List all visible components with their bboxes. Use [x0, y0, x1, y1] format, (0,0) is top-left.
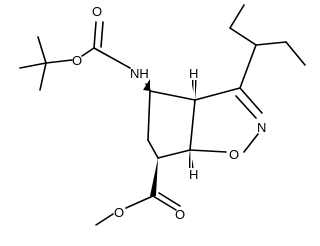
stereo-h-bonds [188, 80, 197, 168]
isoxazoline-ring [189, 87, 263, 153]
carbamate-oxygen-label: O [72, 53, 82, 68]
amine-linkage [143, 79, 151, 91]
cyclopentane-ring [147, 90, 196, 159]
amine-nitrogen-label: NH [130, 66, 149, 81]
methyl-ester-group [95, 158, 181, 226]
hashed-bond-h-top [191, 80, 197, 100]
carbamate-group [81, 21, 131, 69]
hashed-bond-h-bottom [188, 150, 194, 168]
ring-nitrogen-label: N [257, 120, 266, 135]
tert-butyl-group [19, 36, 73, 91]
stereo-h-top-label: H [189, 66, 198, 81]
wedge-bond-ester [150, 158, 158, 196]
ester-oxygen-label: O [114, 205, 124, 220]
ring-oxygen-label: O [229, 147, 239, 162]
stereo-h-bottom-label: H [189, 167, 198, 182]
carbonyl-oxygen-top-label: O [92, 4, 102, 19]
pentan-3-yl-group [229, 4, 306, 89]
carbonyl-oxygen-bottom-label: O [175, 207, 185, 222]
